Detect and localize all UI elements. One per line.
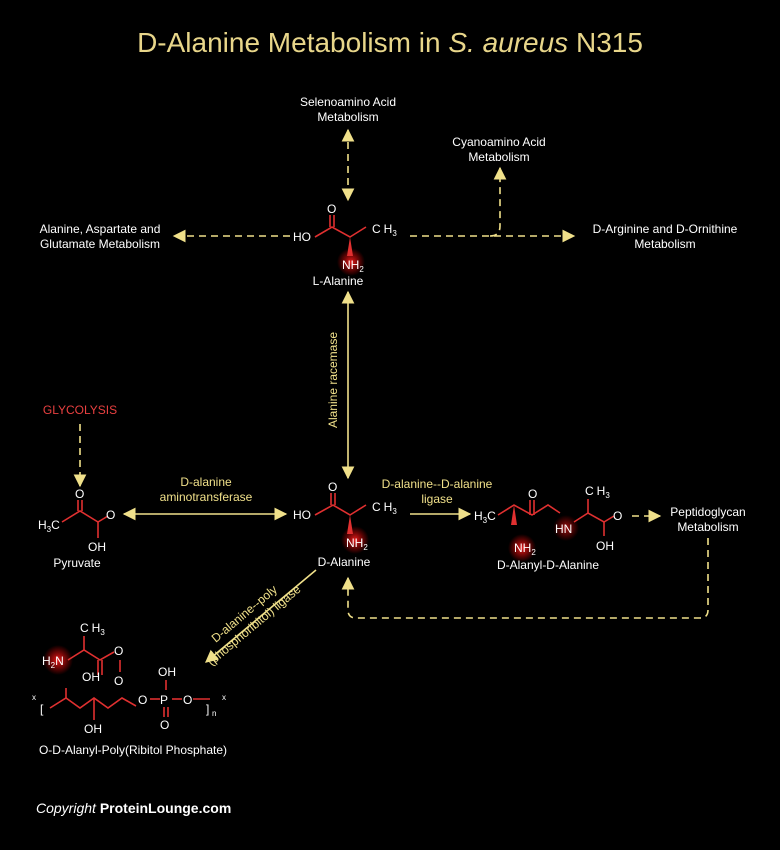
dipeptide-wedge-bond [511,505,517,525]
dipeptide-amide-carbonyl-bond [529,500,535,515]
peptidoglycan-return-arrow [341,538,709,619]
dipeptide-amide-n: HN [555,522,572,536]
poly-phosphate-o-right: O [183,693,192,707]
d-alanine-name: D-Alanine [318,555,371,569]
alanine-aspartate-label-1[interactable]: Alanine, Aspartate and [40,222,161,236]
l-alanine-amine-n: NH2 [342,258,364,274]
l-alanine-hydroxyl: HO [293,230,311,244]
racemase-label[interactable]: Alanine racemase [326,332,340,428]
pyruvate-acid-o: O [106,508,115,522]
poly-ester-o: O [114,644,123,658]
poly-x-right: x [222,693,226,702]
dipeptide-amide-o: O [528,487,537,501]
poly-bracket-open: [ [40,702,44,716]
poly-amine-glow [43,645,73,675]
cyanoamino-label-2[interactable]: Metabolism [468,150,529,164]
aminotransferase-label-2[interactable]: aminotransferase [160,490,253,504]
d-alanine-hydroxyl: HO [293,508,311,522]
poly-hydroxyl-top: OH [82,670,100,684]
selenoamino-label-1[interactable]: Selenoamino Acid [300,95,396,109]
pyruvate-chain-bond [61,510,109,523]
aminotransferase-label-1[interactable]: D-alanine [180,475,232,489]
pyruvate-keto-bond [77,500,83,511]
ligase-label-1[interactable]: D-alanine--D-alanine [382,477,493,491]
d-alanine-carbonyl-bond [330,493,336,505]
poly-ligase-label[interactable]: D-alanine--poly (phosphoribitol) ligase [195,571,304,669]
d-alanine-amine-n: NH2 [346,536,368,552]
cyanoamino-arrow [489,166,507,237]
poly-amine: H2N [42,654,64,670]
pyruvate-methyl: H3C [38,518,60,534]
dipeptide-chain-right-bond [573,512,615,523]
poly-ester-carbonyl-bond [97,660,103,675]
page-title: D-Alanine Metabolism in S. aureus N315 [137,27,643,58]
pyruvate-name: Pyruvate [53,556,101,570]
l-alanine-carbonyl-bond [329,215,335,227]
l-alanine-chain-bond [314,226,367,238]
poly-x-left: x [32,693,36,702]
l-alanine-wedge-bond [347,237,353,256]
d-alanyl-d-alanine-name: D-Alanyl-D-Alanine [497,558,599,572]
arginine-ornithine-label-2[interactable]: Metabolism [634,237,695,251]
poly-phosphate-oh: OH [158,665,176,679]
dipeptide-amide-glow [553,515,579,541]
poly-hydroxyl-bottom: OH [84,722,102,736]
poly-ligase-arrow [205,569,317,663]
poly-alanyl-chain-bond [67,649,115,661]
poly-p-o-double-bond [163,707,169,717]
poly-ester-o-lower: O [114,674,123,688]
dipeptide-amine-glow [508,534,536,562]
poly-backbone-bond [49,697,137,709]
d-alanine-chain-bond [314,504,367,516]
l-alanine-carbonyl-o: O [327,202,336,216]
poly-phosphate-o: O [160,718,169,732]
ligase-label-2[interactable]: ligase [421,492,453,506]
poly-bracket-close: ] [206,702,209,716]
pyruvate-keto-o: O [75,487,84,501]
poly-backbone-o: O [138,693,147,707]
dipeptide-chain-left-bond [497,504,561,516]
glycolysis-label[interactable]: GLYCOLYSIS [43,403,117,417]
selenoamino-label-2[interactable]: Metabolism [317,110,378,124]
poly-n-subscript: n [212,709,216,718]
d-alanine-wedge-bond [347,515,353,534]
d-alanine-carbonyl-o: O [328,480,337,494]
l-alanine-amine-glow [337,248,365,276]
cyanoamino-label-1[interactable]: Cyanoamino Acid [452,135,545,149]
pyruvate-structure[interactable]: H3C O O OH Pyruvate [38,487,115,570]
l-alanine-name: L-Alanine [313,274,364,288]
dipeptide-amine-n: NH2 [514,541,536,557]
copyright-text: Copyright ProteinLounge.com [36,800,231,816]
dipeptide-hydroxyl: OH [596,539,614,553]
poly-ribitol-name: O-D-Alanyl-Poly(Ribitol Phosphate) [39,743,227,757]
peptidoglycan-label-2[interactable]: Metabolism [677,520,738,534]
dipeptide-acid-o: O [613,509,622,523]
pyruvate-hydroxyl: OH [88,540,106,554]
arginine-ornithine-label-1[interactable]: D-Arginine and D-Ornithine [593,222,738,236]
dipeptide-methyl-left: H3C [474,509,496,525]
alanine-aspartate-label-2[interactable]: Glutamate Metabolism [40,237,160,251]
peptidoglycan-label-1[interactable]: Peptidoglycan [670,505,745,519]
poly-phosphorus: P [160,693,168,707]
